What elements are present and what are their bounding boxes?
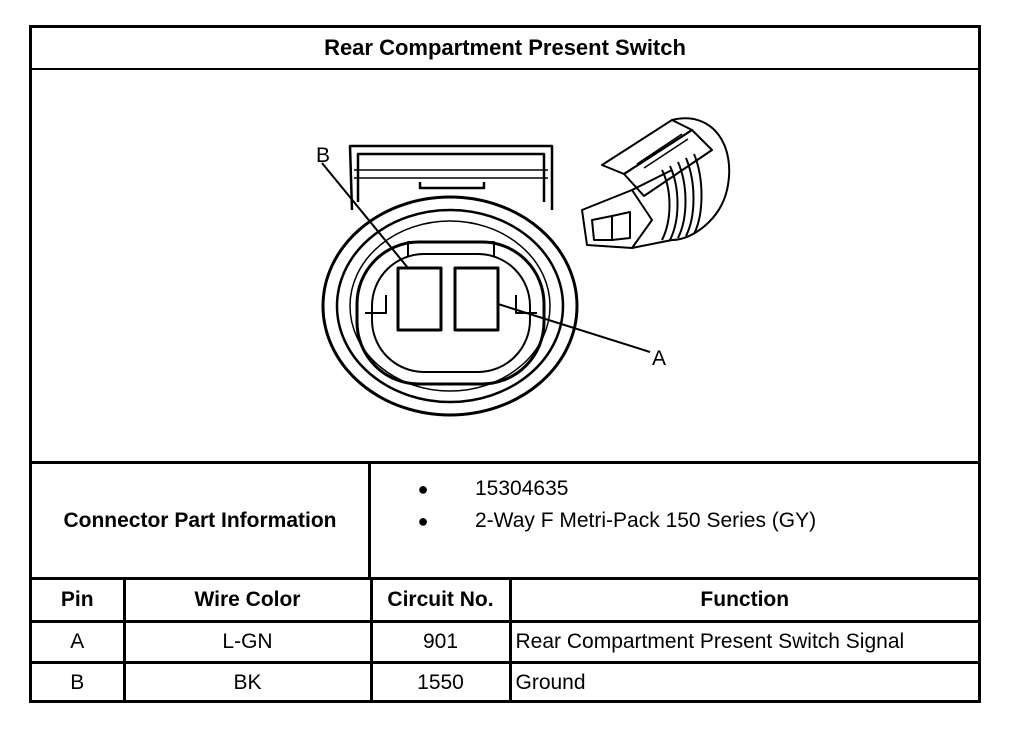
connector-isometric-view bbox=[581, 117, 731, 249]
cell-wire-color: BK bbox=[122, 660, 373, 703]
cell-circuit-no: 1550 bbox=[369, 660, 512, 703]
pinout-table: Pin Wire Color Circuit No. Function A L-… bbox=[32, 580, 978, 703]
bullet-icon: ● bbox=[417, 510, 429, 531]
part-number: 15304635 bbox=[475, 477, 569, 500]
connector-cavity bbox=[355, 240, 546, 386]
callout-a-leader bbox=[497, 303, 651, 353]
cell-pin: A bbox=[32, 619, 126, 664]
header-wire-color: Wire Color bbox=[122, 580, 373, 623]
table-row: B BK 1550 Ground bbox=[32, 660, 978, 703]
callout-a-label: A bbox=[652, 347, 666, 370]
connector-description: 2-Way F Metri-Pack 150 Series (GY) bbox=[475, 509, 817, 532]
list-item: ● 15304635 bbox=[371, 474, 569, 504]
bullet-icon: ● bbox=[417, 478, 429, 499]
cell-wire-color: L-GN bbox=[122, 619, 373, 664]
connector-info-label: Connector Part Information bbox=[32, 464, 371, 577]
cell-circuit-no: 901 bbox=[369, 619, 512, 664]
list-item: ● 2-Way F Metri-Pack 150 Series (GY) bbox=[371, 506, 817, 536]
cell-pin: B bbox=[32, 660, 126, 703]
table-row: A L-GN 901 Rear Compartment Present Swit… bbox=[32, 619, 978, 664]
connector-part-info: Connector Part Information ● 15304635 ● … bbox=[32, 464, 978, 580]
table-header-row: Pin Wire Color Circuit No. Function bbox=[32, 580, 978, 623]
header-circuit-no: Circuit No. bbox=[369, 580, 512, 623]
pin-b-terminal bbox=[396, 266, 443, 332]
connector-info-list: ● 15304635 ● 2-Way F Metri-Pack 150 Seri… bbox=[371, 464, 978, 577]
connector-figure: B A bbox=[32, 70, 978, 464]
cell-function: Rear Compartment Present Switch Signal bbox=[508, 619, 978, 664]
connector-housing bbox=[321, 195, 579, 417]
pin-a-terminal bbox=[453, 266, 500, 332]
header-function: Function bbox=[508, 580, 978, 623]
connector-latch bbox=[348, 144, 554, 211]
callout-b-leader bbox=[321, 162, 409, 269]
connector-drawing: B A bbox=[316, 117, 731, 417]
diagram-title: Rear Compartment Present Switch bbox=[32, 28, 978, 70]
callout-b-label: B bbox=[316, 144, 330, 167]
cell-function: Ground bbox=[508, 660, 978, 703]
connector-diagram-frame: Rear Compartment Present Switch bbox=[29, 25, 981, 703]
header-pin: Pin bbox=[32, 580, 126, 623]
